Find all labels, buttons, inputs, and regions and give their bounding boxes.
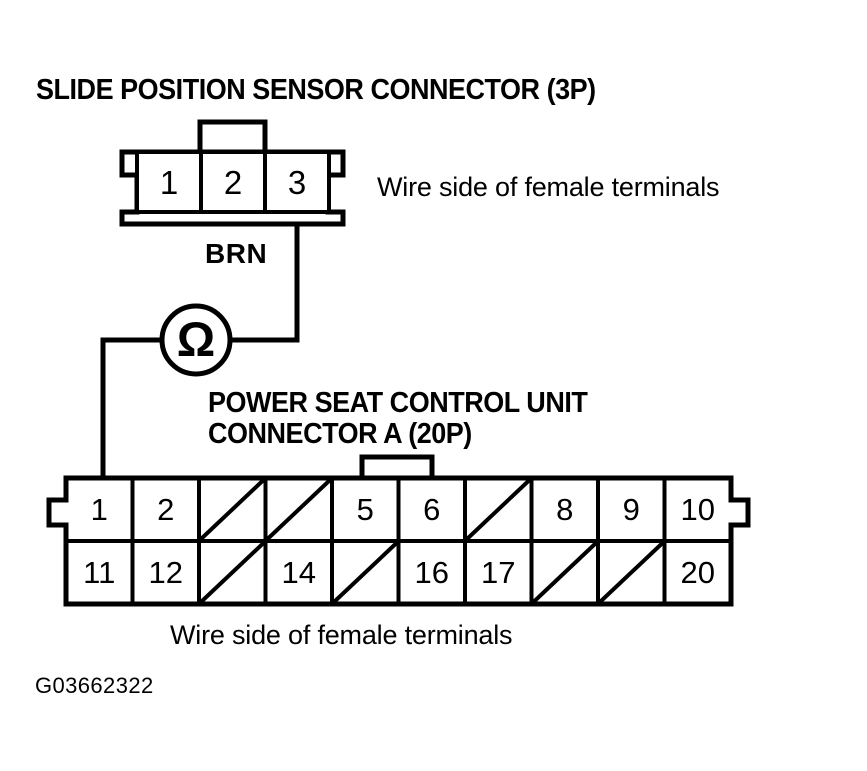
blank-cavity-slash <box>532 541 598 604</box>
connector-3p-top-tab <box>197 119 268 155</box>
connector-3p-cell-1 <box>135 150 203 214</box>
blank-cavity-slash <box>332 541 398 604</box>
control-unit-connector-caption: Wire side of female terminals <box>170 620 513 650</box>
connector-20p-blank-cavity-slashes <box>199 478 664 604</box>
wire-to-control-unit-pin-1 <box>100 337 162 478</box>
control-unit-connector-title: POWER SEAT CONTROL UNIT CONNECTOR A (20P… <box>208 387 588 450</box>
connector-3p-cell-2 <box>199 150 267 214</box>
ohmmeter-circle <box>159 303 233 377</box>
power-seat-control-unit-connector-a-20p <box>46 454 751 607</box>
blank-cavity-slash <box>199 478 265 541</box>
image-reference-code: G03662322 <box>35 673 154 698</box>
connector-3p-cell-3 <box>263 150 331 214</box>
ohm-icon: Ω <box>176 314 216 367</box>
wire-color-label: BRN <box>205 238 268 269</box>
sensor-connector-caption: Wire side of female terminals <box>377 172 720 202</box>
slide-position-sensor-connector-3p <box>119 119 346 227</box>
blank-cavity-slash <box>199 541 265 604</box>
sensor-connector-title: SLIDE POSITION SENSOR CONNECTOR (3P) <box>36 74 596 106</box>
control-unit-title-line-1: POWER SEAT CONTROL UNIT <box>208 387 588 419</box>
blank-cavity-slash <box>465 478 531 541</box>
control-unit-title-line-2: CONNECTOR A (20P) <box>208 418 472 450</box>
blank-cavity-slash <box>266 478 332 541</box>
test-lead-wiring <box>100 224 300 478</box>
connector-20p-column-dividers <box>130 478 667 604</box>
ohmmeter-symbol <box>159 303 233 377</box>
wire-from-sensor-pin-3 <box>230 224 300 343</box>
blank-cavity-slash <box>598 541 664 604</box>
